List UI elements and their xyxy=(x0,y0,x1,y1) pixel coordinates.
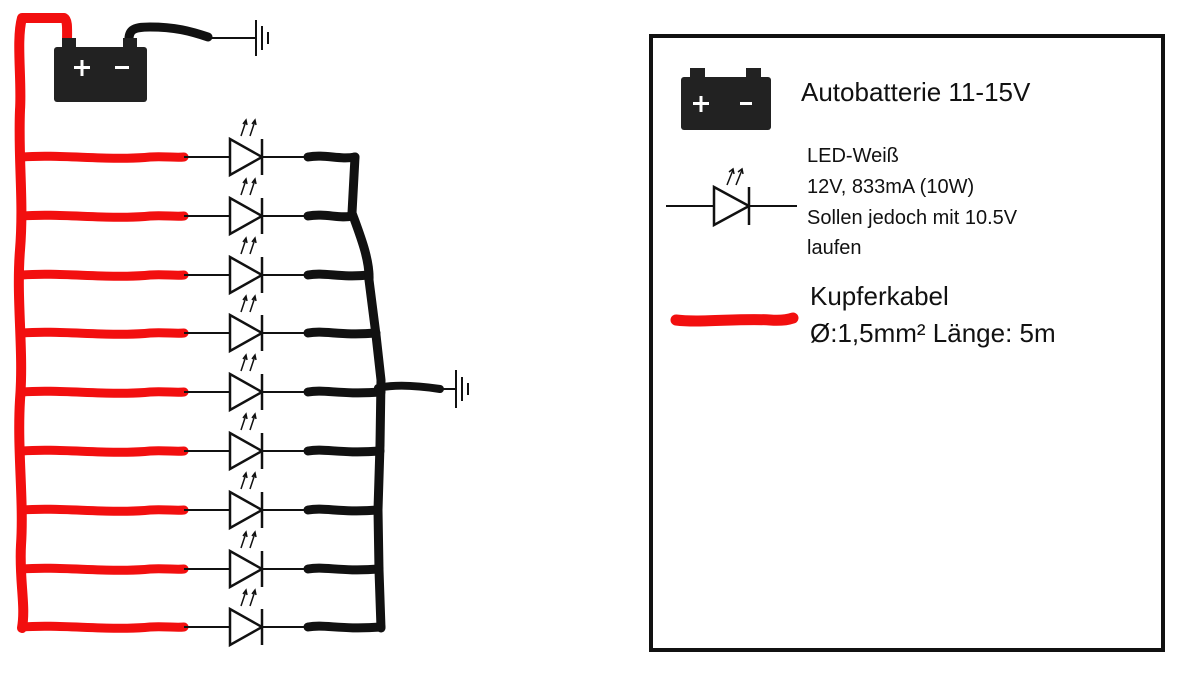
led-row xyxy=(17,353,386,413)
led-icon xyxy=(228,177,265,237)
led-row xyxy=(17,412,385,472)
battery-icon-legend xyxy=(681,68,771,130)
positive-main-wire xyxy=(13,13,73,633)
led-icon-legend xyxy=(666,167,797,228)
battery-negative-wire xyxy=(124,22,213,49)
ground-symbol-right xyxy=(455,370,469,408)
legend-led-line-2: 12V, 833mA (10W) xyxy=(807,176,974,198)
led-row xyxy=(17,177,357,237)
negative-bus-wire xyxy=(347,152,386,633)
negative-branch-wire xyxy=(303,269,374,281)
positive-branch-wire xyxy=(17,563,189,575)
legend-led-line-1: LED-Weiß xyxy=(807,145,899,167)
negative-branch-wire xyxy=(303,621,386,633)
positive-branch-wire xyxy=(17,504,189,516)
positive-branch-wire xyxy=(17,210,189,222)
led-icon xyxy=(228,530,265,590)
led-row xyxy=(17,118,360,178)
ground-symbol-top xyxy=(255,20,269,56)
negative-branch-wire xyxy=(303,386,386,398)
led-row xyxy=(17,236,374,296)
positive-branch-wire xyxy=(17,151,189,163)
positive-branch-wire xyxy=(17,621,189,633)
legend-led-line-3: Sollen jedoch mit 10.5V xyxy=(807,207,1018,229)
led-icon xyxy=(228,471,265,531)
positive-branch-wire xyxy=(17,445,189,457)
led-row xyxy=(17,588,386,648)
positive-branch-wire xyxy=(17,269,189,281)
led-icon xyxy=(228,294,265,354)
positive-branch-wire xyxy=(17,327,189,339)
led-row xyxy=(17,471,383,531)
circuit xyxy=(13,13,469,648)
cable-icon-legend xyxy=(670,312,799,327)
negative-branch-wire xyxy=(303,504,383,516)
led-row xyxy=(17,294,381,354)
led-row xyxy=(17,530,384,590)
legend-led-line-4: laufen xyxy=(807,237,862,259)
legend-cable-line-1: Kupferkabel xyxy=(810,281,949,311)
led-icon xyxy=(228,118,265,178)
legend-battery-label: Autobatterie 11-15V xyxy=(801,77,1031,107)
led-icon xyxy=(228,353,265,413)
battery-icon-circuit xyxy=(54,38,147,102)
negative-branch-wire xyxy=(303,210,357,222)
positive-branch-wire xyxy=(17,386,189,398)
led-icon xyxy=(228,236,265,296)
legend-box: Autobatterie 11-15V LED-Weiß 12V, 833mA … xyxy=(649,34,1165,652)
negative-branch-wire xyxy=(303,151,360,163)
ground-wire-right xyxy=(374,381,444,393)
negative-branch-wire xyxy=(303,445,385,457)
led-icon xyxy=(228,412,265,472)
led-icon xyxy=(228,588,265,648)
legend-cable-line-2: Ø:1,5mm² Länge: 5m xyxy=(810,318,1056,348)
led-rows xyxy=(17,118,386,648)
negative-branch-wire xyxy=(303,563,384,575)
negative-branch-wire xyxy=(303,327,381,339)
